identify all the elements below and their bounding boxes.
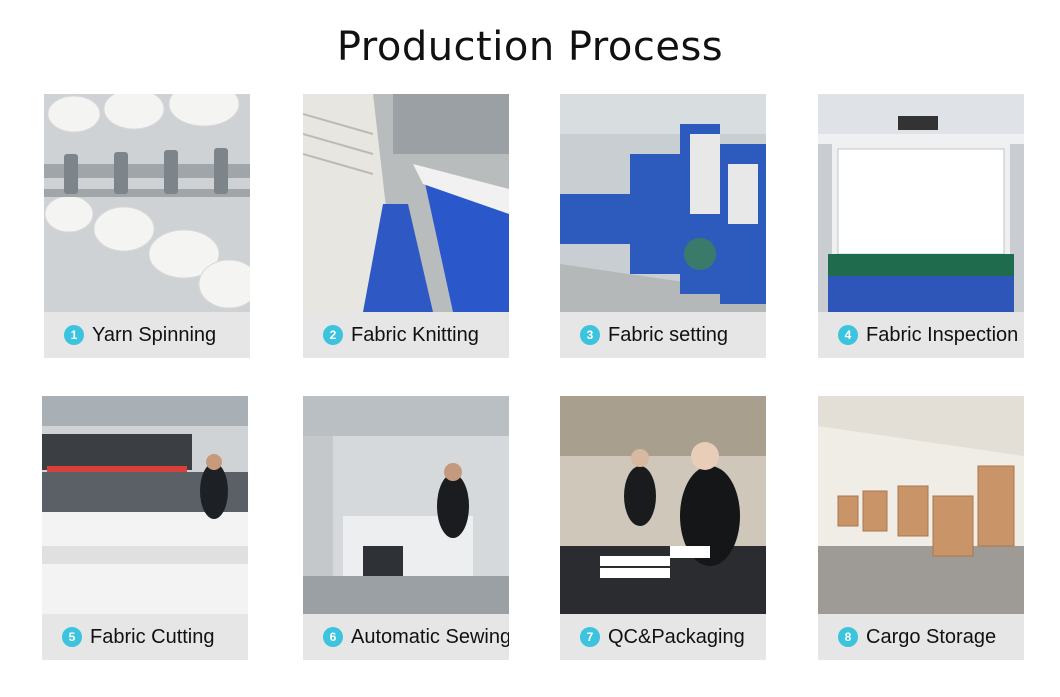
page-title: Production Process: [336, 24, 724, 70]
automatic-sewing-photo: [303, 396, 509, 614]
step-card-automatic-sewing: 6 Automatic Sewing: [303, 396, 509, 660]
step-label: Automatic Sewing: [351, 625, 509, 648]
qc-packaging-photo: [560, 396, 766, 614]
step-label: Fabric setting: [608, 323, 729, 346]
step-label: QC&Packaging: [608, 625, 745, 648]
step-number-badge: 5: [62, 627, 82, 647]
fabric-setting-photo: [560, 94, 766, 312]
step-label: Fabric Cutting: [90, 625, 215, 648]
step-caption: 5 Fabric Cutting: [42, 614, 248, 660]
yarn-spinning-photo: [44, 94, 250, 312]
fabric-inspection-photo: [818, 94, 1024, 312]
step-number-badge: 8: [838, 627, 858, 647]
step-number-badge: 6: [323, 627, 343, 647]
step-number-badge: 1: [64, 325, 84, 345]
step-number-badge: 7: [580, 627, 600, 647]
step-number-badge: 4: [838, 325, 858, 345]
step-card-fabric-cutting: 5 Fabric Cutting: [42, 396, 248, 660]
step-card-fabric-knitting: 2 Fabric Knitting: [303, 94, 509, 358]
step-caption: 6 Automatic Sewing: [303, 614, 509, 660]
step-caption: 3 Fabric setting: [560, 312, 766, 358]
step-label: Fabric Knitting: [351, 323, 479, 346]
step-card-yarn-spinning: 1 Yarn Spinning: [44, 94, 250, 358]
step-label: Cargo Storage: [866, 625, 997, 648]
fabric-cutting-photo: [42, 396, 248, 614]
step-caption: 8 Cargo Storage: [818, 614, 1024, 660]
step-caption: 7 QC&Packaging: [560, 614, 766, 660]
step-caption: 4 Fabric Inspection: [818, 312, 1024, 358]
fabric-knitting-photo: [303, 94, 509, 312]
step-card-qc-packaging: 7 QC&Packaging: [560, 396, 766, 660]
step-caption: 2 Fabric Knitting: [303, 312, 509, 358]
step-number-badge: 3: [580, 325, 600, 345]
step-card-fabric-setting: 3 Fabric setting: [560, 94, 766, 358]
step-number-badge: 2: [323, 325, 343, 345]
cargo-storage-photo: [818, 396, 1024, 614]
step-caption: 1 Yarn Spinning: [44, 312, 250, 358]
step-card-cargo-storage: 8 Cargo Storage: [818, 396, 1024, 660]
step-card-fabric-inspection: 4 Fabric Inspection: [818, 94, 1024, 358]
step-label: Yarn Spinning: [92, 323, 217, 346]
step-label: Fabric Inspection: [866, 323, 1019, 346]
